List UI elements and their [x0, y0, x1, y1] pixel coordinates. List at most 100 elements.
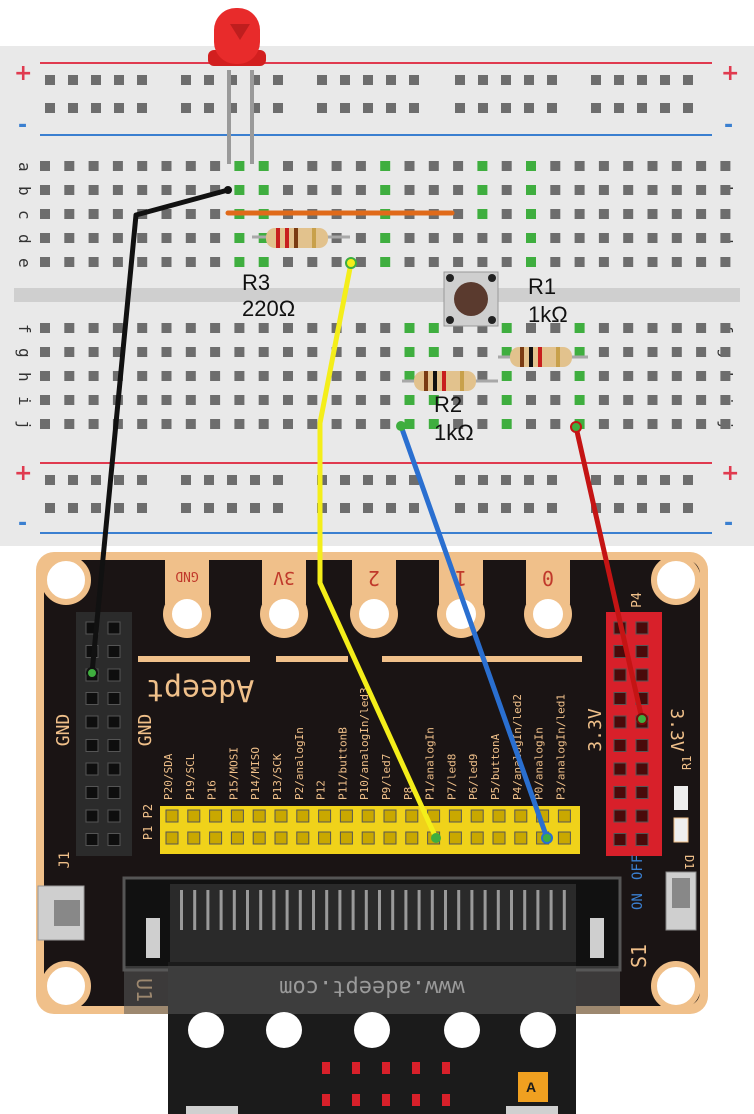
pin-label: P5/buttonA [489, 733, 502, 800]
breadboard-hole [380, 323, 391, 333]
breadboard-hole [64, 233, 75, 243]
breadboard-hole [428, 161, 439, 171]
breadboard-hole [623, 209, 634, 219]
breadboard-hole [307, 419, 318, 429]
breadboard-hole [623, 323, 634, 333]
breadboard-hole [283, 161, 293, 171]
breadboard-hole [501, 323, 512, 333]
breadboard-hole [64, 257, 75, 267]
rail-hole [227, 103, 237, 113]
push-button[interactable] [443, 271, 499, 327]
switch-knob[interactable] [672, 878, 690, 908]
connector-pin [536, 890, 540, 930]
breadboard-hole [161, 347, 172, 357]
breadboard-hole [355, 395, 366, 405]
button-corner [446, 274, 454, 282]
breadboard-hole [258, 395, 269, 405]
breadboard-hole [234, 233, 245, 243]
r2-band-3 [442, 371, 446, 391]
breadboard-hole [647, 419, 658, 429]
left-gnd-label-2: GND [135, 714, 156, 747]
breadboard-hole [647, 347, 658, 357]
silk-line-left [138, 656, 250, 662]
header-pin [209, 809, 223, 823]
pin-label: P15/MOSI [227, 747, 240, 800]
breadboard: + + - - + + - - a b c d e a b c d e f g … [0, 46, 754, 546]
breadboard-hole [283, 257, 293, 267]
breadboard-hole [355, 257, 366, 267]
r1-band-3 [538, 347, 542, 367]
breadboard-hole [258, 323, 269, 333]
rail-hole [547, 75, 557, 85]
rail-hole [637, 503, 647, 513]
rail-hole [204, 75, 214, 85]
connector-pin [285, 890, 289, 930]
rail-hole [68, 75, 78, 85]
header-pin [230, 809, 244, 823]
breadboard-hole [185, 257, 196, 267]
pin-label: P10/analogIn/led3 [358, 687, 371, 800]
rail-hole [614, 503, 624, 513]
header-pin [274, 809, 288, 823]
breadboard-hole [161, 395, 172, 405]
breadboard-hole [64, 209, 75, 219]
breadboard-hole [88, 419, 99, 429]
breadboard-hole [112, 233, 123, 243]
smd-led [673, 817, 689, 843]
yellow-wire-end [431, 833, 441, 843]
matrix-led [442, 1062, 450, 1074]
breadboard-hole [307, 257, 318, 267]
breadboard-hole [404, 323, 415, 333]
header-pin [470, 809, 484, 823]
button-a[interactable] [518, 1072, 548, 1102]
rail-hole [524, 75, 534, 85]
resistor-r2 [402, 371, 498, 391]
black-wire [89, 187, 231, 676]
connector-pin [219, 890, 223, 930]
breadboard-hole [380, 347, 391, 357]
breadboard-hole [453, 233, 464, 243]
row-letter: a [15, 162, 34, 172]
header-pin [107, 668, 121, 682]
header-pin [296, 809, 310, 823]
connector-pin [549, 890, 553, 930]
connector-pin [325, 890, 329, 930]
breadboard-hole [234, 257, 245, 267]
breadboard-hole [40, 209, 50, 219]
rail-hole [227, 475, 237, 485]
breadboard-hole [647, 395, 658, 405]
breadboard-hole [234, 347, 245, 357]
breadboard-hole [404, 347, 415, 357]
p4-label: P4 [630, 592, 645, 608]
breadboard-hole [671, 185, 682, 195]
connector-pin [430, 890, 434, 930]
header-pin [448, 809, 462, 823]
header-pin [613, 809, 627, 823]
rail-hole [45, 75, 55, 85]
breadboard-hole [161, 209, 172, 219]
breadboard-hole [64, 347, 75, 357]
breadboard-hole [404, 395, 415, 405]
blue-wire-end [396, 421, 406, 431]
breadboard-hole [526, 185, 536, 195]
rail-hole [478, 75, 488, 85]
button-cap[interactable] [454, 282, 488, 316]
breadboard-hole [185, 347, 196, 357]
breadboard-hole [598, 209, 609, 219]
microbit-bottom-right [506, 1106, 558, 1114]
breadboard-hole [696, 185, 707, 195]
breadboard-hole [598, 323, 609, 333]
microbit-hole-3 [354, 1012, 390, 1048]
header-pin [165, 809, 179, 823]
r3-name: R3 [242, 270, 270, 295]
breadboard-hole [185, 161, 196, 171]
breadboard-hole [453, 257, 464, 267]
microbit-bottom-left [186, 1106, 238, 1114]
rail-hole [68, 103, 78, 113]
header-pin [613, 692, 627, 705]
breadboard-hole [307, 371, 318, 381]
rail-hole [614, 103, 624, 113]
breadboard-hole [88, 185, 99, 195]
breadboard-hole [210, 161, 221, 171]
rail-hole [317, 103, 327, 113]
